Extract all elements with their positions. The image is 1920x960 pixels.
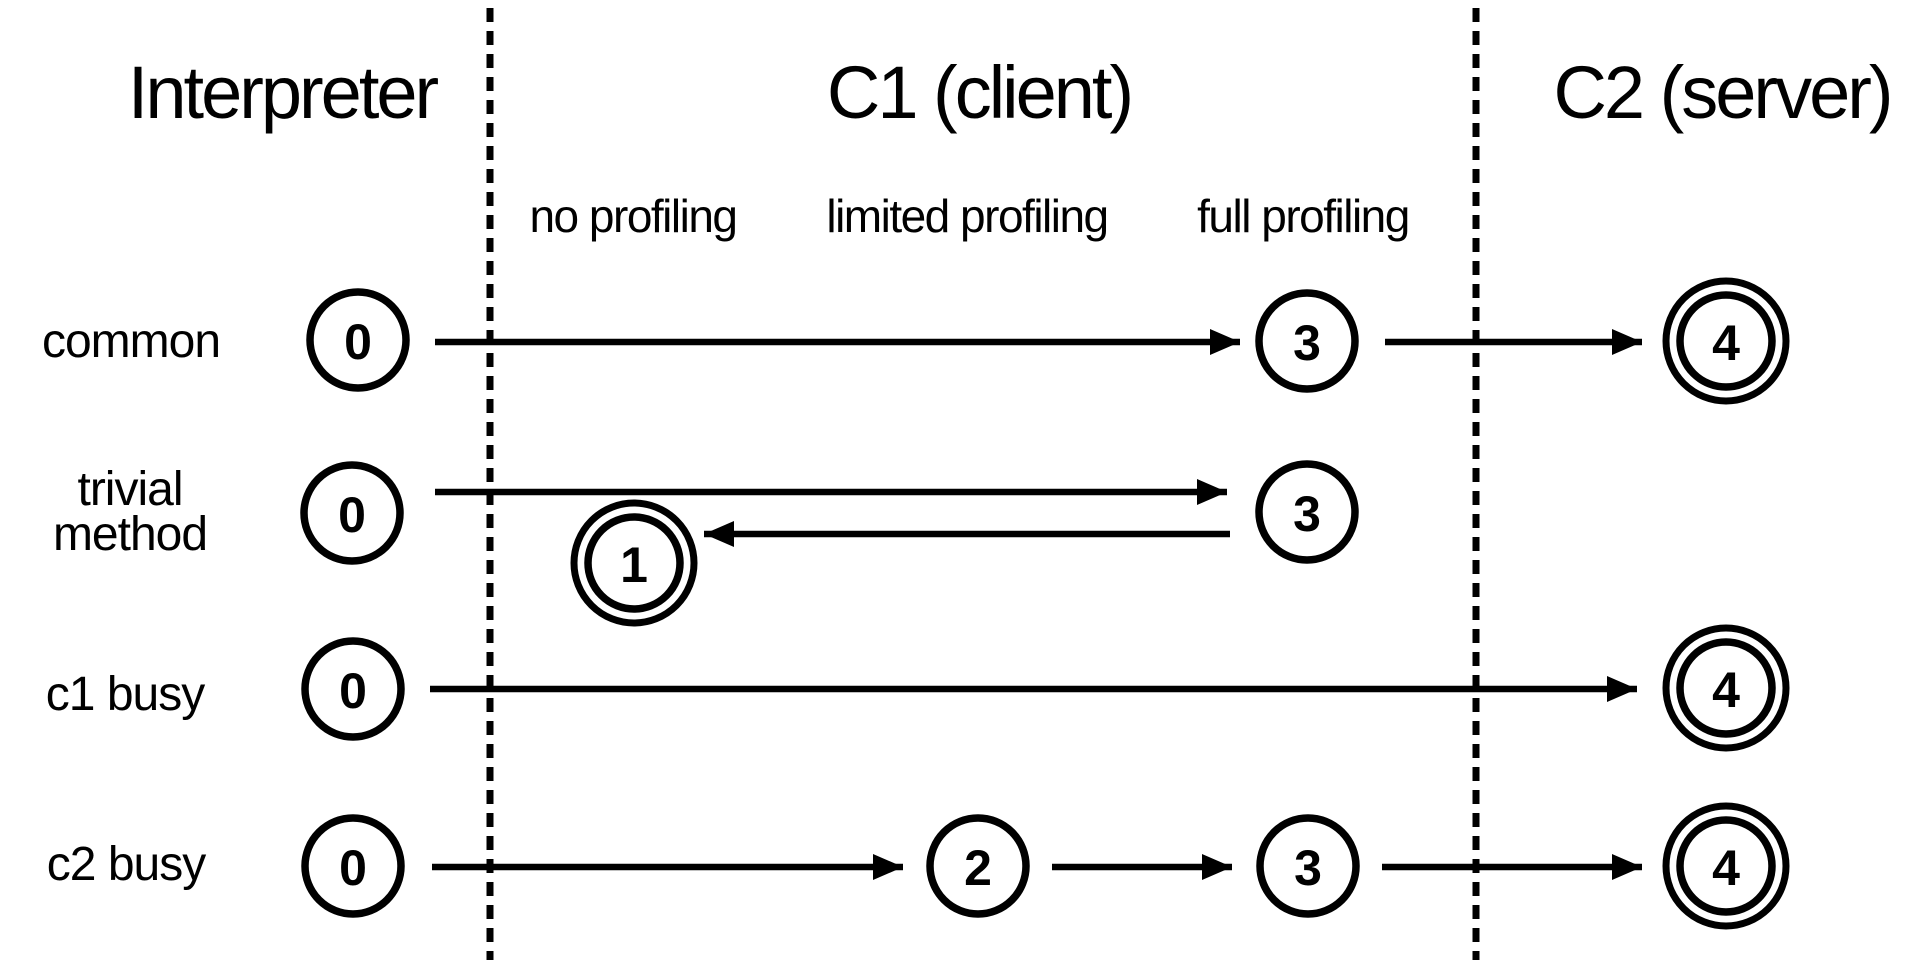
state-value: 4 xyxy=(1712,315,1740,371)
state-value: 4 xyxy=(1712,662,1740,718)
state-node-level1-final: 1 xyxy=(570,499,698,627)
sublabel-full-profiling: full profiling xyxy=(1197,190,1409,242)
row-label-method: method xyxy=(53,508,207,561)
row-label-c1-busy: c1 busy xyxy=(46,668,205,721)
state-node-level4-final: 4 xyxy=(1662,802,1790,930)
state-value: 4 xyxy=(1712,840,1740,896)
row-label-common: common xyxy=(42,315,220,368)
state-value: 0 xyxy=(339,840,367,896)
state-node-level3: 3 xyxy=(1256,814,1360,918)
state-value: 2 xyxy=(964,840,992,896)
state-node-level4-final: 4 xyxy=(1662,624,1790,752)
row-trivial-method: trivial method 0 3 1 xyxy=(53,460,1359,627)
state-node-level0: 0 xyxy=(301,637,405,741)
state-node-level4-final: 4 xyxy=(1662,277,1790,405)
state-value: 1 xyxy=(620,537,648,593)
state-value: 3 xyxy=(1294,840,1322,896)
column-title-interpreter: Interpreter xyxy=(128,51,439,134)
state-node-level3: 3 xyxy=(1255,460,1359,564)
state-node-level0: 0 xyxy=(300,461,404,565)
state-value: 3 xyxy=(1293,486,1321,542)
row-c2-busy: c2 busy 0 2 3 4 xyxy=(47,802,1790,930)
column-title-c2-server: C2 (server) xyxy=(1553,51,1890,134)
state-value: 3 xyxy=(1293,315,1321,371)
state-node-level0: 0 xyxy=(301,814,405,918)
state-node-level2: 2 xyxy=(926,814,1030,918)
column-title-c1-client: C1 (client) xyxy=(827,51,1131,134)
state-node-level3: 3 xyxy=(1255,289,1359,393)
sublabel-no-profiling: no profiling xyxy=(529,190,736,242)
row-label-c2-busy: c2 busy xyxy=(47,838,206,891)
state-value: 0 xyxy=(339,663,367,719)
state-value: 0 xyxy=(338,487,366,543)
row-common: common 0 3 4 xyxy=(42,277,1790,405)
sublabel-limited-profiling: limited profiling xyxy=(826,190,1107,242)
state-value: 0 xyxy=(344,314,372,370)
row-c1-busy: c1 busy 0 4 xyxy=(46,624,1790,752)
state-node-level0: 0 xyxy=(306,288,410,392)
row-label-trivial: trivial xyxy=(77,463,182,516)
